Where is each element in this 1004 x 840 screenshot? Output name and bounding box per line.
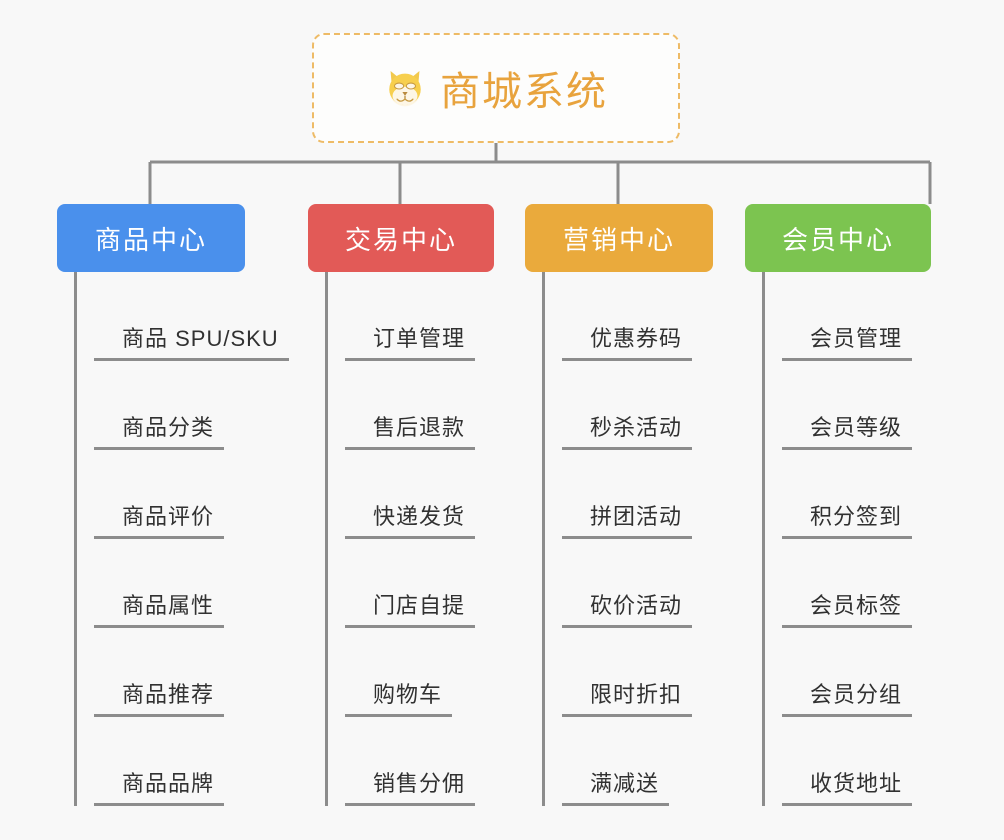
- list-item[interactable]: 购物车: [345, 628, 504, 717]
- leaf-label: 拼团活动: [562, 503, 693, 539]
- leaf-label: 购物车: [345, 681, 453, 717]
- list-item[interactable]: 售后退款: [345, 361, 504, 450]
- leaf-label: 限时折扣: [562, 681, 693, 717]
- list-item[interactable]: 会员分组: [782, 628, 941, 717]
- list-item[interactable]: 秒杀活动: [562, 361, 721, 450]
- leaf-label: 订单管理: [345, 325, 476, 361]
- list-item[interactable]: 限时折扣: [562, 628, 721, 717]
- list-item[interactable]: 积分签到: [782, 450, 941, 539]
- list-item[interactable]: 商品 SPU/SKU: [94, 272, 289, 361]
- list-item[interactable]: 门店自提: [345, 539, 504, 628]
- leaf-label: 商品评价: [94, 503, 225, 539]
- category-header-marketing-center[interactable]: 营销中心: [525, 204, 713, 272]
- list-item[interactable]: 商品推荐: [94, 628, 253, 717]
- leaf-list-product-center: 商品 SPU/SKU 商品分类 商品评价 商品属性 商品推荐 商品品牌: [74, 272, 289, 806]
- leaf-label: 会员分组: [782, 681, 913, 717]
- category-header-member-center[interactable]: 会员中心: [745, 204, 931, 272]
- category-label: 会员中心: [781, 224, 894, 255]
- list-item[interactable]: 商品品牌: [94, 717, 253, 806]
- leaf-label: 售后退款: [345, 414, 476, 450]
- list-item[interactable]: 砍价活动: [562, 539, 721, 628]
- list-item[interactable]: 商品评价: [94, 450, 253, 539]
- leaf-label: 优惠券码: [562, 325, 693, 361]
- leaf-label: 商品 SPU/SKU: [94, 325, 289, 361]
- leaf-label: 快递发货: [345, 503, 476, 539]
- leaf-label: 商品推荐: [94, 681, 225, 717]
- category-column-product-center: 商品中心 商品 SPU/SKU 商品分类 商品评价 商品属性 商品推荐 商品品牌: [57, 204, 289, 806]
- list-item[interactable]: 优惠券码: [562, 272, 721, 361]
- leaf-list-trade-center: 订单管理 售后退款 快递发货 门店自提 购物车 销售分佣: [325, 272, 504, 806]
- list-item[interactable]: 会员管理: [782, 272, 941, 361]
- list-item[interactable]: 商品分类: [94, 361, 253, 450]
- leaf-label: 门店自提: [345, 592, 476, 628]
- list-item[interactable]: 拼团活动: [562, 450, 721, 539]
- leaf-label: 销售分佣: [345, 770, 476, 806]
- category-column-member-center: 会员中心 会员管理 会员等级 积分签到 会员标签 会员分组 收货地址: [745, 204, 941, 806]
- dog-face-icon: [384, 67, 426, 109]
- category-column-trade-center: 交易中心 订单管理 售后退款 快递发货 门店自提 购物车 销售分佣: [308, 204, 504, 806]
- list-item[interactable]: 快递发货: [345, 450, 504, 539]
- category-header-product-center[interactable]: 商品中心: [57, 204, 245, 272]
- leaf-label: 积分签到: [782, 503, 913, 539]
- leaf-label: 商品属性: [94, 592, 225, 628]
- list-item[interactable]: 满减送: [562, 717, 721, 806]
- list-item[interactable]: 收货地址: [782, 717, 941, 806]
- leaf-label: 砍价活动: [562, 592, 693, 628]
- leaf-list-member-center: 会员管理 会员等级 积分签到 会员标签 会员分组 收货地址: [762, 272, 941, 806]
- list-item[interactable]: 会员标签: [782, 539, 941, 628]
- list-item[interactable]: 订单管理: [345, 272, 504, 361]
- root-title: 商城系统: [440, 70, 608, 114]
- leaf-label: 商品品牌: [94, 770, 225, 806]
- leaf-list-marketing-center: 优惠券码 秒杀活动 拼团活动 砍价活动 限时折扣 满减送: [542, 272, 721, 806]
- category-label: 营销中心: [562, 224, 675, 255]
- leaf-label: 会员标签: [782, 592, 913, 628]
- leaf-label: 秒杀活动: [562, 414, 693, 450]
- list-item[interactable]: 会员等级: [782, 361, 941, 450]
- leaf-label: 会员等级: [782, 414, 913, 450]
- leaf-label: 满减送: [562, 770, 670, 806]
- leaf-label: 商品分类: [94, 414, 225, 450]
- category-label: 交易中心: [344, 224, 457, 255]
- category-label: 商品中心: [94, 224, 207, 255]
- list-item[interactable]: 销售分佣: [345, 717, 504, 806]
- leaf-label: 收货地址: [782, 770, 913, 806]
- root-node[interactable]: 商城系统: [312, 33, 680, 143]
- category-header-trade-center[interactable]: 交易中心: [308, 204, 494, 272]
- category-column-marketing-center: 营销中心 优惠券码 秒杀活动 拼团活动 砍价活动 限时折扣 满减送: [525, 204, 721, 806]
- leaf-label: 会员管理: [782, 325, 913, 361]
- list-item[interactable]: 商品属性: [94, 539, 253, 628]
